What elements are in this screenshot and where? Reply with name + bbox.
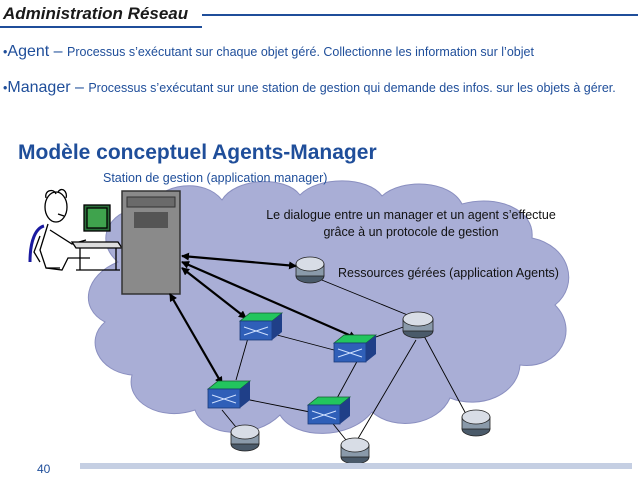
router-icon [295, 256, 325, 284]
router-icon [402, 311, 434, 339]
switch-icon [206, 380, 252, 409]
title-bar: Administration Réseau [0, 0, 638, 28]
station-label: Station de gestion (application manager) [103, 171, 328, 185]
switch-icon [238, 312, 284, 341]
diagram-heading: Modèle conceptuel Agents-Manager [18, 141, 377, 164]
bullet-term: Manager [7, 79, 71, 96]
switch-icon [332, 334, 378, 363]
title-underline [0, 26, 202, 28]
router-icon [461, 409, 491, 437]
page-number: 40 [37, 462, 51, 476]
bullet-marker: • [3, 81, 8, 95]
person-at-computer-icon [28, 188, 124, 271]
router-icon [230, 424, 260, 452]
network-links [221, 275, 467, 443]
bullet-manager: •Manager – Processus s’exécutant sur une… [3, 79, 623, 97]
page-title: Administration Réseau [3, 4, 189, 23]
resources-label: Ressources gérées (application Agents) [338, 266, 559, 280]
dialog-line-2: grâce à un protocole de gestion [323, 225, 499, 239]
bullet-dash: – [70, 79, 89, 96]
bullet-dash: – [49, 43, 67, 60]
title-rule [202, 14, 638, 16]
switch-icon [306, 396, 352, 425]
router-icon [340, 437, 370, 465]
bullet-text: Processus s’exécutant sur une station de… [88, 81, 616, 95]
connection-arrows [169, 252, 357, 385]
bullet-marker: • [3, 45, 8, 59]
server-icon [121, 190, 181, 295]
dialog-line-1: Le dialogue entre un manager et un agent… [266, 208, 556, 222]
dialog-caption: Le dialogue entre un manager et un agent… [232, 207, 590, 241]
bullet-term: Agent [7, 43, 50, 60]
footer-bar [80, 463, 632, 469]
bullet-agent: •Agent – Processus s’exécutant sur chaqu… [3, 43, 623, 61]
bullet-text: Processus s’exécutant sur chaque objet g… [67, 45, 534, 59]
